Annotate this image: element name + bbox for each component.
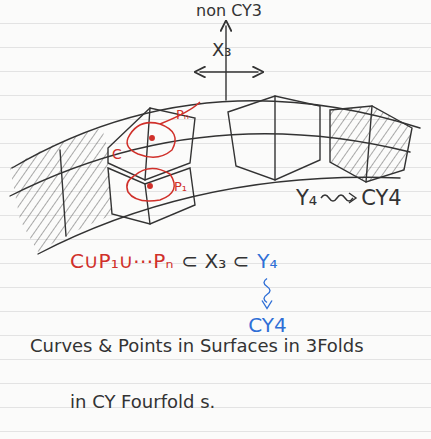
annotation: non CY3 — [196, 2, 262, 20]
formula-part: C∪P₁∪⋯Pₙ — [70, 250, 173, 273]
formula-part: Y₄ — [257, 250, 277, 273]
formula-part: ⊂ X₃ ⊂ — [181, 250, 249, 273]
space-name: CY4 — [361, 186, 401, 210]
squiggle-arrow — [259, 275, 275, 312]
band-outline — [10, 26, 420, 254]
point-label: Pₙ — [176, 108, 189, 123]
space-name: Y₄ — [296, 186, 317, 210]
note-text: in CY Fourfold s. — [70, 392, 215, 413]
space-name: CY4 — [248, 314, 287, 337]
curve-label: C — [112, 146, 122, 162]
space-name: X₃ — [212, 40, 232, 61]
point-label: P₁ — [174, 180, 187, 195]
red-curves — [127, 102, 200, 201]
squiggle-arrow — [319, 190, 359, 206]
note-text: Curves & Points in Surfaces in 3Folds — [30, 336, 364, 357]
